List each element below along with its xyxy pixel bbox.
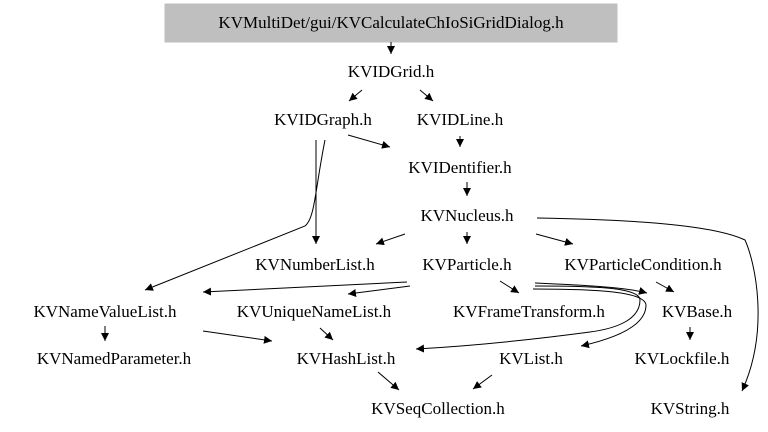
edge-kvparticle-to-kvframetransform xyxy=(499,280,520,294)
edge-kvparticle-to-kvhashlist xyxy=(415,285,641,353)
node-kvseqcollection: KVSeqCollection.h xyxy=(371,399,505,418)
edge-kvidgraph-to-kvnamevaluelist xyxy=(144,139,326,291)
node-kvbase: KVBase.h xyxy=(662,302,733,321)
node-kvidgraph: KVIDGraph.h xyxy=(274,110,372,129)
node-kvparticlecondition: KVParticleCondition.h xyxy=(564,255,722,274)
node-kvnamedparameter: KVNamedParameter.h xyxy=(37,349,192,368)
edge-kvidgrid-to-kvidgraph xyxy=(348,89,363,102)
root-node-box xyxy=(164,3,618,43)
edge-kvparticle-to-kvbase xyxy=(534,282,648,295)
node-kvlockfile: KVLockfile.h xyxy=(635,349,730,368)
edge-kvidgrid-to-kvidline xyxy=(419,89,434,102)
node-kvframetransform: KVFrameTransform.h xyxy=(453,302,605,321)
node-kvhashlist: KVHashList.h xyxy=(297,349,396,368)
edge-kvnucleus-to-kvparticlecondition xyxy=(535,233,574,246)
edge-kvhashlist-to-kvseqcollection xyxy=(377,371,400,391)
edge-kvparticle-to-kvlist xyxy=(532,288,647,349)
edge-kvparticle-to-kvnamevaluelist xyxy=(202,281,408,296)
edge-kvlist-to-kvseqcollection xyxy=(472,374,493,390)
node-kvlist: KVList.h xyxy=(499,349,563,368)
node-kvnamevaluelist: KVNameValueList.h xyxy=(33,302,177,321)
edge-kvnucleus-to-kvnumberlist xyxy=(375,233,406,246)
edge-kvidgraph-to-kvidentifier xyxy=(347,134,391,149)
nodes: KVMultiDet/gui/KVCalculateChIoSiGridDial… xyxy=(33,13,732,418)
node-kvuniquenamelist: KVUniqueNameList.h xyxy=(237,302,392,321)
node-kvparticle: KVParticle.h xyxy=(422,255,512,274)
node-kvnumberlist: KVNumberList.h xyxy=(255,255,375,274)
node-kvidentifier: KVIDentifier.h xyxy=(408,158,512,177)
node-kvidline: KVIDLine.h xyxy=(417,110,504,129)
node-kvnucleus: KVNucleus.h xyxy=(420,206,514,225)
edge-kvnamevaluelist-to-kvhashlist xyxy=(202,330,273,344)
edge-kvnucleus-to-kvstring xyxy=(536,217,759,392)
edge-kvuniquenamelist-to-kvhashlist xyxy=(319,327,334,341)
edge-kvparticle-to-kvuniquenamelist xyxy=(347,285,411,297)
edge-kvparticlecondition-to-kvbase xyxy=(655,281,675,293)
node-kvstring: KVString.h xyxy=(651,399,730,418)
node-root: KVMultiDet/gui/KVCalculateChIoSiGridDial… xyxy=(218,13,564,32)
node-kvidgrid: KVIDGrid.h xyxy=(348,62,435,81)
edges xyxy=(101,42,759,392)
